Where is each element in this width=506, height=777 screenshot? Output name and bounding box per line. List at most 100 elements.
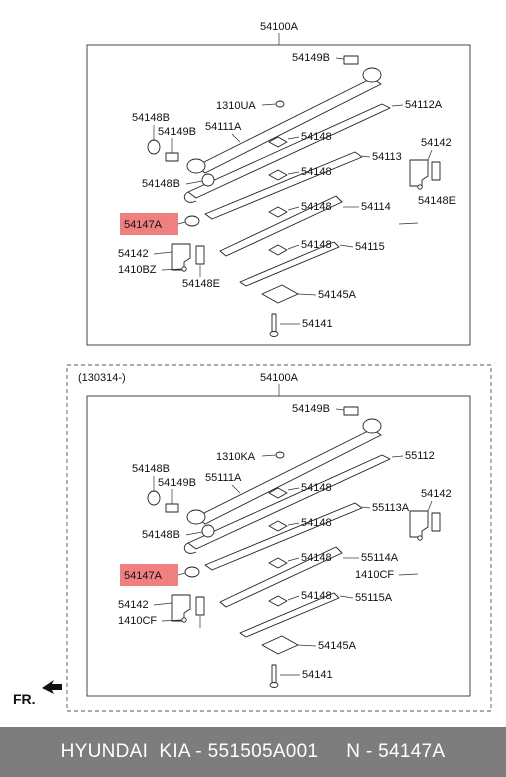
assembly-frame [86,44,471,346]
leader-line [161,619,182,622]
leader-line [361,155,371,158]
leader-line [261,454,277,457]
leader-line [335,408,345,411]
label-clip-left-bolt: 1410CF [118,615,157,627]
clip-right-pin [431,512,441,532]
leaf-eye-front [186,509,206,525]
label-leaf-2: 54112A [405,99,443,111]
label-leaf-3: 55113A [372,502,410,514]
clip-left-pin [195,245,205,265]
nut-icon [275,100,285,108]
leader-line [287,522,300,526]
leader-line [339,244,354,248]
label-bushing-a: 54148B [132,112,170,124]
rubber-stopper [184,566,200,578]
label-pad-3: 54148 [301,552,332,564]
leader-line [297,293,317,296]
leaf-eye-front [186,158,206,174]
center-bolt-head [269,331,279,337]
label-pad-3: 54148 [301,201,332,213]
label-center-bolt: 54141 [302,318,333,330]
leader-line [335,57,345,60]
leaf-3 [204,151,363,220]
label-leaf-2: 55112 [405,450,435,462]
leaf-5 [239,241,340,287]
label-bolt-a: 54149B [292,52,330,64]
leader-line [153,602,173,606]
label-pad-4: 54148 [301,590,332,602]
label-pad-2: 54148 [301,166,332,178]
clip-left [171,243,191,271]
clip-right [409,510,429,538]
leaf-2 [187,454,391,550]
assembly-label: 54100A [260,372,299,384]
rubber-stopper [184,215,200,227]
label-plate: 54145A [318,289,357,301]
center-pad-2 [268,169,288,181]
clip-left-pin [195,596,205,616]
label-leaf-3: 54113 [372,151,402,163]
clip-right [409,159,429,187]
assembly-frame [86,395,471,697]
revision-label: (130314-) [78,372,126,384]
leader-line [391,455,404,458]
clip-right-bolt [417,184,423,190]
highlight-box [120,213,178,235]
center-pad-3 [268,206,288,218]
label-pad-1: 54148 [301,482,332,494]
front-arrow-icon [42,680,62,694]
leader-line [261,103,277,106]
label-clip-right-bolt: 1410CF [355,569,394,581]
label-pad-4: 54148 [301,239,332,251]
leader-line [427,149,433,161]
assembly-label: 54100A [260,21,299,33]
center-pad-1 [268,136,288,148]
leader-line [398,222,419,225]
label-leaf-main: 54111A [205,121,242,133]
label-rubber: 54147A [124,570,163,582]
label-leaf-4: 54114 [361,201,391,213]
label-pad-2: 54148 [301,517,332,529]
leader-line [287,487,300,491]
label-clip-left-bolt: 1410BZ [118,264,157,276]
panel-revised: (130314-)54100A54149B54148B54149B54148B1… [66,364,492,712]
label-leaf-5: 54115 [355,241,385,253]
leader-line [153,251,173,255]
leader-line [161,268,182,271]
center-bolt-head [269,682,279,688]
label-clip-left: 54142 [118,248,149,260]
clip-left [171,594,191,622]
clip-left-bolt [181,266,187,272]
spring-plate [261,284,299,304]
center-pad-1 [268,487,288,499]
leader-line [361,506,371,509]
leader-line [287,136,300,140]
label-leaf-4: 55114A [361,552,399,564]
label-clip-left: 54142 [118,599,149,611]
bushing-rear [201,173,215,187]
leader-line [231,133,241,143]
label-nut: 1310UA [216,100,256,112]
leader-line [427,500,433,512]
label-nut: 1310KA [216,451,256,463]
leaf-eye-rear [362,418,382,434]
panel-original: 54100A54149B54148B54149B54148B1310UA5411… [86,21,471,346]
label-bolt-b: 54149B [158,477,196,489]
leader-line [177,221,186,225]
revision-frame [66,364,492,712]
label-bushing-a: 54148B [132,463,170,475]
label-clip-right: 54142 [421,137,452,149]
leader-line [177,572,186,576]
label-bolt-a: 54149B [292,403,330,415]
center-bolt [271,313,277,333]
leader-line [185,531,203,536]
label-bolt-b: 54149B [158,126,196,138]
clip-left-bolt [181,617,187,623]
leader-line [287,557,300,562]
leader-line [287,206,300,211]
leaf-5 [239,592,340,638]
leader-line [185,180,203,185]
eye-bolt-front [165,152,179,162]
leaf-4 [219,195,343,257]
leaf-3 [204,502,363,571]
